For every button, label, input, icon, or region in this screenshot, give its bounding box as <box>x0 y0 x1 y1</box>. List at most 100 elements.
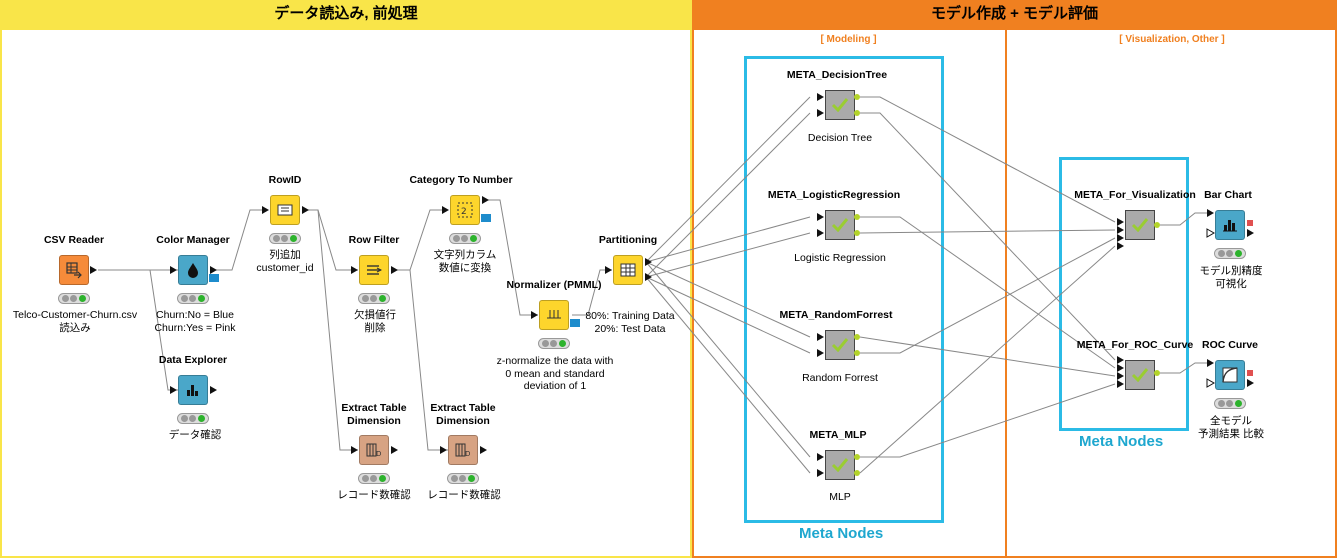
conn-part-lr-b <box>645 232 811 278</box>
category-desc: 文字列カラム 数値に変換 <box>433 249 497 274</box>
partitioning-desc: 80%: Training Data 20%: Test Data <box>585 310 675 335</box>
conn-roc-curve <box>1160 362 1213 374</box>
conn-lr-roc <box>860 216 1116 369</box>
extract1-node[interactable]: D <box>359 435 389 465</box>
conn-lr-vis <box>859 229 1116 234</box>
svg-text:D: D <box>376 450 381 458</box>
csv-reader-title: CSV Reader <box>43 234 105 246</box>
row-filter-title: Row Filter <box>348 234 400 246</box>
conn-dt-roc <box>860 112 1116 361</box>
extract2-desc: レコード数確認 <box>427 489 501 501</box>
color-manager-title: Color Manager <box>156 234 230 246</box>
check-icon <box>831 338 849 353</box>
dimension-icon: D <box>366 443 381 458</box>
data-explorer-desc: データ確認 <box>168 429 222 441</box>
conn-part-mlp-b <box>645 276 811 474</box>
conn-part-dt-a <box>645 96 811 263</box>
bar-chart-node[interactable] <box>1215 210 1245 240</box>
conn-filter-extract2 <box>392 269 448 451</box>
bar-chart-icon <box>1223 220 1237 232</box>
conn-mlp-roc <box>860 383 1116 458</box>
normalizer-title: Normalizer (PMML) <box>506 279 602 291</box>
check-icon <box>1131 368 1149 383</box>
meta-nodes-label-2: Meta Nodes <box>1079 433 1164 450</box>
rowid-desc: 列追加 customer_id <box>256 249 314 274</box>
meta-dt-desc: Decision Tree <box>807 132 873 144</box>
category-node[interactable]: 2 <box>450 195 480 225</box>
meta-vis-title: META_For_Visualization <box>1074 189 1196 201</box>
status-extract2 <box>447 473 479 484</box>
status-bar-chart <box>1214 248 1246 259</box>
meta-roc-node[interactable] <box>1125 360 1155 390</box>
conn-rf-roc <box>859 336 1116 377</box>
conn-dt-vis <box>860 96 1116 223</box>
conn-rowid-extract1 <box>302 209 358 451</box>
extract1-desc: レコード数確認 <box>337 489 411 501</box>
color-manager-node[interactable] <box>178 255 208 285</box>
meta-lr-desc: Logistic Regression <box>794 252 886 264</box>
normalizer-desc: z-normalize the data with 0 mean and sta… <box>496 355 614 392</box>
extract1-title: Extract Table Dimension <box>341 402 407 427</box>
modeling-sublabel: [ Modeling ] <box>820 34 877 45</box>
conn-part-mlp-a <box>645 261 811 458</box>
partitioning-node[interactable] <box>613 255 643 285</box>
status-extract1 <box>358 473 390 484</box>
conn-category-normalizer <box>482 199 538 316</box>
check-icon <box>831 98 849 113</box>
preprocess-title: データ読込み, 前処理 <box>0 0 692 30</box>
meta-mlp-node[interactable] <box>825 450 855 480</box>
modeling-divider <box>1005 30 1007 558</box>
visualization-sublabel: [ Visualization, Other ] <box>1119 34 1225 45</box>
grid-icon <box>620 263 636 277</box>
category-title: Category To Number <box>409 174 513 186</box>
category-icon: 2 <box>457 202 473 218</box>
conn-color-rowid <box>212 209 268 271</box>
conn-part-rf-a <box>645 261 811 338</box>
meta-nodes-label-1: Meta Nodes <box>799 525 884 542</box>
extract2-title: Extract Table Dimension <box>430 402 496 427</box>
conn-part-dt-b <box>645 112 811 278</box>
meta-lr-title: META_LogisticRegression <box>767 189 901 201</box>
normalize-icon <box>547 310 561 319</box>
color-drop-icon <box>188 263 198 278</box>
meta-mlp-title: META_MLP <box>809 429 867 441</box>
meta-mlp-desc: MLP <box>829 491 851 503</box>
meta-rf-title: META_RandomForrest <box>779 309 893 321</box>
bar-chart-title: Bar Chart <box>1204 189 1252 201</box>
partitioning-title: Partitioning <box>598 234 658 246</box>
conn-rf-vis <box>860 237 1116 354</box>
color-manager-port <box>209 274 219 282</box>
data-explorer-node[interactable] <box>178 375 208 405</box>
roc-curve-title: ROC Curve <box>1201 339 1259 351</box>
normalizer-node[interactable] <box>539 300 569 330</box>
conn-part-rf-b <box>645 276 811 354</box>
meta-roc-title: META_For_ROC_Curve <box>1076 339 1194 351</box>
category-port <box>481 214 491 222</box>
meta-dt-title: META_DecisionTree <box>786 69 888 81</box>
conn-mlp-vis <box>859 245 1116 474</box>
extract2-node[interactable]: D <box>448 435 478 465</box>
color-manager-desc: Churn:No = Blue Churn:Yes = Pink <box>154 309 236 334</box>
svg-text:2: 2 <box>461 207 467 217</box>
meta-rf-node[interactable] <box>825 330 855 360</box>
meta-rf-desc: Random Forrest <box>802 372 878 384</box>
rowid-node[interactable] <box>270 195 300 225</box>
conn-part-lr-a <box>645 216 811 263</box>
dimension-icon: D <box>455 443 470 458</box>
status-roc-curve <box>1214 398 1246 409</box>
bar-chart-desc: モデル別精度 可視化 <box>1199 265 1263 290</box>
meta-dt-node[interactable] <box>825 90 855 120</box>
check-icon <box>831 218 849 233</box>
check-icon <box>1131 218 1149 233</box>
check-icon <box>831 458 849 473</box>
csv-reader-node[interactable] <box>59 255 89 285</box>
roc-curve-node[interactable] <box>1215 360 1245 390</box>
meta-lr-node[interactable] <box>825 210 855 240</box>
row-filter-node[interactable] <box>359 255 389 285</box>
status-csv-reader <box>58 293 90 304</box>
rowid-title: RowID <box>268 174 302 186</box>
status-category <box>449 233 481 244</box>
explorer-bars-icon <box>187 385 198 396</box>
meta-vis-node[interactable] <box>1125 210 1155 240</box>
